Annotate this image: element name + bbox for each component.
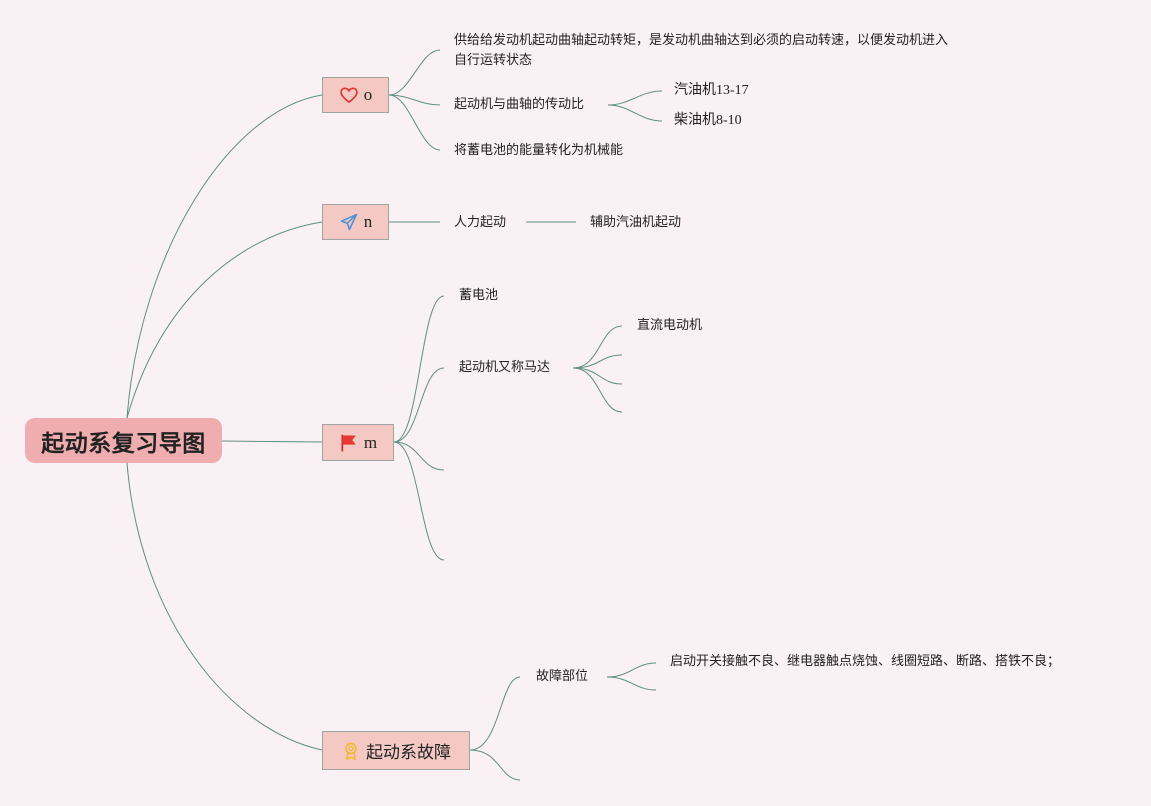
connector-root-plane [126, 221, 323, 419]
topic-fault-location[interactable]: 故障部位 [536, 669, 589, 684]
connector-flag-4 [393, 441, 445, 561]
connector-motor-4 [572, 367, 623, 413]
heart-icon [339, 85, 359, 105]
paper-plane-icon [339, 212, 359, 232]
topic-fault-causes[interactable]: 启动开关接触不良、继电器触点烧蚀、线圈短路、断路、搭铁不良； [670, 654, 1061, 669]
topic-manual-start[interactable]: 人力起动 [454, 215, 507, 230]
branch-heart[interactable]: o [322, 77, 389, 113]
award-ribbon-icon [341, 741, 361, 761]
topic-drive-ratio[interactable]: 起动机与曲轴的传动比 [454, 97, 585, 112]
branch-plane[interactable]: n [322, 204, 389, 240]
topic-battery[interactable]: 蓄电池 [459, 288, 499, 303]
branch-plane-label: n [363, 212, 373, 231]
connector-heart-3 [388, 94, 441, 151]
topic-energy-conversion[interactable]: 将蓄电池的能量转化为机械能 [454, 143, 624, 158]
connector-motor-3 [572, 367, 623, 385]
branch-heart-label: o [363, 85, 373, 104]
connector-flag-2 [393, 367, 445, 443]
topic-gasoline-ratio[interactable]: 汽油机13-17 [674, 83, 749, 98]
connector-motor-1 [572, 325, 623, 369]
connector-drive-gas [607, 90, 663, 106]
connector-fault-2 [469, 749, 521, 781]
connector-heart-1 [388, 49, 441, 96]
connector-motor-2 [572, 354, 623, 369]
branch-flag-label: m [363, 432, 378, 452]
topic-aux-engine-start[interactable]: 辅助汽油机起动 [590, 215, 682, 230]
connector-flag-1 [393, 295, 445, 443]
connector-fault-loc-2 [606, 676, 657, 691]
red-flag-icon [339, 433, 359, 453]
topic-diesel-ratio[interactable]: 柴油机8-10 [674, 113, 742, 128]
topic-dc-motor[interactable]: 直流电动机 [637, 318, 703, 333]
topic-starter-motor[interactable]: 起动机又称马达 [459, 360, 551, 375]
root-title: 起动系复习导图 [41, 430, 206, 457]
branch-fault[interactable]: 起动系故障 [322, 731, 470, 770]
topic-starter-function[interactable]: 供给给发动机起动曲轴起动转矩，是发动机曲轴达到必须的启动转速，以便发动机进入自行… [454, 33, 949, 68]
branch-fault-label: 起动系故障 [366, 743, 451, 763]
connector-drive-diesel [607, 104, 663, 122]
connector-heart-2 [388, 94, 441, 106]
connector-fault-1 [469, 676, 521, 751]
connector-root-flag [221, 440, 323, 443]
connector-root-heart [126, 94, 323, 419]
branch-flag[interactable]: m [322, 424, 394, 461]
connector-fault-loc-1 [606, 662, 657, 678]
root-topic[interactable]: 起动系复习导图 [25, 418, 222, 463]
connector-flag-3 [393, 441, 445, 471]
connector-root-fault [126, 462, 323, 751]
